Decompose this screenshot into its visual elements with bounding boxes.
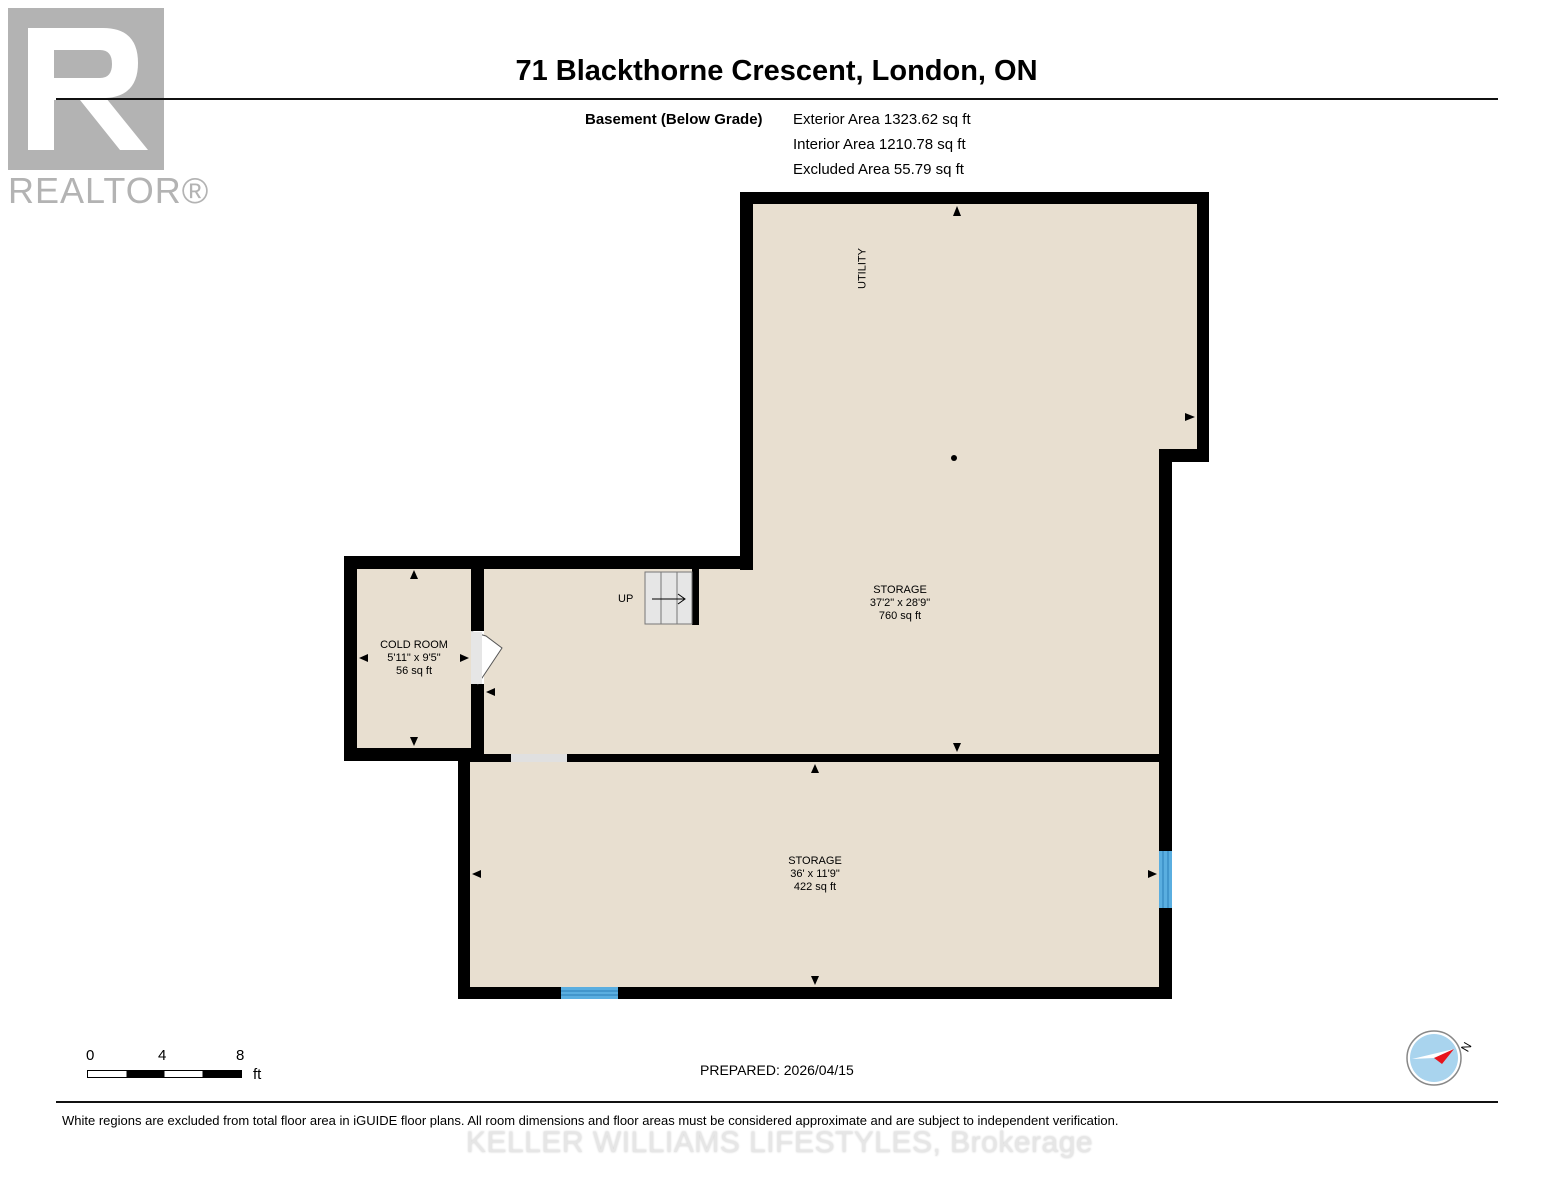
room-dims: 37'2" x 28'9" bbox=[869, 597, 931, 609]
scale-bar: 0 4 8 ft bbox=[86, 1047, 286, 1087]
excluded-area: Excluded Area 55.79 sq ft bbox=[793, 161, 964, 178]
disclaimer-text: White regions are excluded from total fl… bbox=[62, 1113, 1119, 1128]
brokerage-watermark: KELLER WILLIAMS LIFESTYLES, Brokerage bbox=[466, 1126, 1094, 1159]
room-label-utility: UTILITY bbox=[856, 248, 869, 289]
scale-tick-0: 0 bbox=[86, 1047, 95, 1064]
window-south bbox=[561, 987, 618, 999]
room-area: 422 sq ft bbox=[793, 881, 837, 893]
room-label-cold-room: COLD ROOM 5'11" x 9'5" 56 sq ft bbox=[364, 639, 464, 678]
room-label-storage-south: STORAGE 36' x 11'9" 422 sq ft bbox=[765, 855, 865, 894]
main-storage-floor bbox=[484, 204, 1197, 757]
exterior-area: Exterior Area 1323.62 sq ft bbox=[793, 111, 971, 128]
interior-area: Interior Area 1210.78 sq ft bbox=[793, 136, 966, 153]
room-dims: 36' x 11'9" bbox=[790, 868, 840, 880]
realtor-logo-icon bbox=[8, 8, 164, 170]
room-dims: 5'11" x 9'5" bbox=[387, 652, 441, 664]
scale-tick-4: 4 bbox=[158, 1047, 167, 1064]
scale-unit: ft bbox=[253, 1066, 262, 1083]
room-area: 56 sq ft bbox=[395, 665, 433, 677]
room-name: STORAGE bbox=[873, 584, 927, 596]
scale-bar-graphic bbox=[87, 1070, 242, 1078]
floor-level: Basement (Below Grade) bbox=[585, 111, 763, 128]
footer-divider bbox=[56, 1101, 1498, 1103]
room-label-storage-main: STORAGE 37'2" x 28'9" 760 sq ft bbox=[850, 584, 950, 623]
window-east bbox=[1159, 851, 1172, 908]
room-name: STORAGE bbox=[788, 855, 842, 867]
room-area: 760 sq ft bbox=[878, 610, 922, 622]
south-storage-floor bbox=[470, 762, 1160, 988]
prepared-date: PREPARED: 2026/04/15 bbox=[700, 1062, 854, 1078]
scale-tick-8: 8 bbox=[236, 1047, 245, 1064]
compass-icon bbox=[1406, 1030, 1462, 1086]
room-name: COLD ROOM bbox=[380, 639, 448, 651]
realtor-logo-text: REALTOR® bbox=[8, 170, 210, 211]
stairs-up-label: UP bbox=[618, 593, 634, 605]
cold-room-floor bbox=[357, 569, 471, 748]
title-divider bbox=[56, 98, 1498, 100]
stairs bbox=[644, 571, 693, 625]
doorway bbox=[511, 754, 567, 762]
page-title: 71 Blackthorne Crescent, London, ON bbox=[515, 55, 1038, 87]
